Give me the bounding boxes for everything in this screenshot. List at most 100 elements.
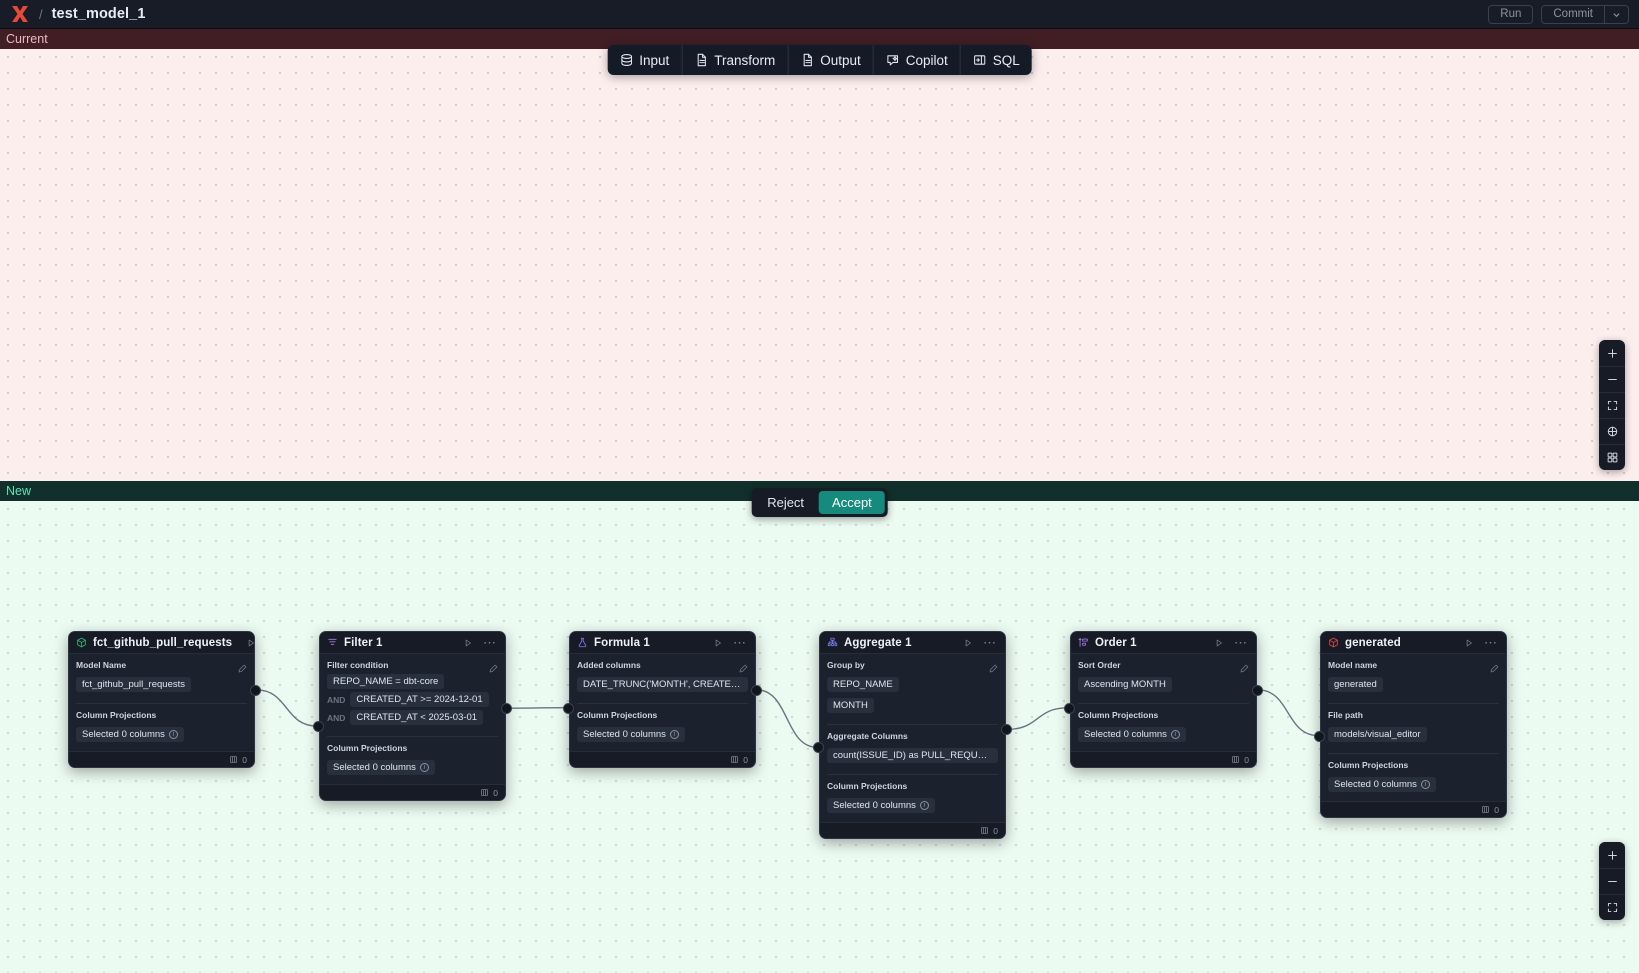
- minus-icon[interactable]: [1606, 373, 1619, 386]
- value-pill[interactable]: count(ISSUE_ID) as PULL_REQUEST_…: [827, 748, 998, 763]
- node-run-icon[interactable]: [461, 638, 475, 648]
- pencil-icon[interactable]: [238, 660, 247, 678]
- node-output-port[interactable]: [1252, 684, 1263, 696]
- chevron-down-icon[interactable]: [1604, 5, 1628, 23]
- node-header[interactable]: Formula 1⋯: [570, 632, 755, 654]
- info-icon[interactable]: i: [168, 730, 178, 739]
- info-icon[interactable]: i: [419, 763, 429, 772]
- fit-screen-icon[interactable]: [1606, 901, 1619, 914]
- zoom-control-grid-view[interactable]: [1599, 444, 1625, 470]
- minus-icon[interactable]: [1606, 875, 1619, 888]
- plus-icon[interactable]: [1606, 849, 1619, 862]
- node-more-menu-icon[interactable]: ⋯: [983, 634, 996, 650]
- node-header[interactable]: generated⋯: [1321, 632, 1506, 654]
- locate-target-icon[interactable]: [1606, 425, 1619, 438]
- node-output-port[interactable]: [250, 684, 261, 696]
- filter-condition-row[interactable]: REPO_NAME = dbt-core: [327, 674, 498, 689]
- zoom-control-minus[interactable]: [1599, 868, 1625, 894]
- step-tab-transform[interactable]: Transform: [681, 45, 787, 75]
- node-output-port[interactable]: [1001, 724, 1012, 736]
- run-button[interactable]: Run: [1488, 4, 1534, 24]
- node-output-port[interactable]: [501, 703, 512, 715]
- condition-pill[interactable]: CREATED_AT >= 2024-12-01: [350, 692, 489, 707]
- zoom-control-fit-screen[interactable]: [1599, 392, 1625, 418]
- node-header[interactable]: Order 1⋯: [1071, 632, 1256, 654]
- condition-pill[interactable]: CREATED_AT < 2025-03-01: [350, 710, 484, 725]
- info-icon[interactable]: i: [1420, 780, 1430, 789]
- node-output-port[interactable]: [751, 684, 762, 696]
- info-icon[interactable]: i: [1170, 730, 1180, 739]
- node-more-menu-icon[interactable]: ⋯: [733, 634, 746, 650]
- node-run-icon[interactable]: [1462, 638, 1476, 648]
- fit-screen-icon[interactable]: [1606, 399, 1619, 412]
- graph-node-source[interactable]: fct_github_pull_requests⋯Model Namefct_g…: [68, 631, 255, 768]
- node-run-icon[interactable]: [244, 638, 254, 648]
- node-more-menu-icon[interactable]: ⋯: [1234, 634, 1247, 650]
- app-logo-icon[interactable]: [10, 5, 30, 23]
- document-icon: [694, 53, 708, 67]
- condition-pill[interactable]: REPO_NAME = dbt-core: [327, 674, 445, 689]
- accept-button[interactable]: Accept: [819, 491, 885, 514]
- info-icon[interactable]: i: [669, 730, 679, 739]
- pencil-icon[interactable]: [739, 660, 748, 678]
- node-header[interactable]: Filter 1⋯: [320, 632, 505, 654]
- zoom-control-plus[interactable]: [1599, 340, 1625, 366]
- node-input-port[interactable]: [1064, 702, 1075, 714]
- zoom-control-locate-target[interactable]: [1599, 418, 1625, 444]
- value-pill[interactable]: models/visual_editor: [1328, 727, 1427, 742]
- step-tab-sql[interactable]: SQL: [959, 45, 1032, 75]
- value-pill-text: Selected 0 columns: [1334, 779, 1417, 790]
- zoom-control-minus[interactable]: [1599, 366, 1625, 392]
- zoom-control-plus[interactable]: [1599, 842, 1625, 868]
- value-pill[interactable]: fct_github_pull_requests: [76, 677, 191, 692]
- node-header[interactable]: Aggregate 1⋯: [820, 632, 1005, 654]
- value-pill[interactable]: generated: [1328, 677, 1383, 692]
- reject-button[interactable]: Reject: [767, 495, 805, 510]
- node-input-port[interactable]: [1314, 730, 1325, 742]
- grid-view-icon[interactable]: [1606, 451, 1619, 464]
- commit-button[interactable]: Commit: [1553, 8, 1593, 20]
- node-column-count: 0: [242, 754, 247, 765]
- node-run-icon[interactable]: [961, 638, 975, 648]
- condition-conjunction: AND: [327, 712, 346, 723]
- zoom-control-fit-screen[interactable]: [1599, 894, 1625, 920]
- value-pill[interactable]: DATE_TRUNC('MONTH', CREATED_AT…: [577, 677, 748, 692]
- step-tab-copilot[interactable]: Copilot: [872, 45, 960, 75]
- pencil-icon[interactable]: [1240, 660, 1249, 678]
- node-more-menu-icon[interactable]: ⋯: [1484, 634, 1497, 650]
- plus-icon[interactable]: [1606, 347, 1619, 360]
- node-input-port[interactable]: [563, 702, 574, 714]
- info-icon[interactable]: i: [919, 801, 929, 810]
- node-run-icon[interactable]: [711, 638, 725, 648]
- node-header[interactable]: fct_github_pull_requests⋯: [69, 632, 254, 654]
- node-run-icon[interactable]: [1212, 638, 1226, 648]
- step-tab-output[interactable]: Output: [787, 45, 873, 75]
- value-pill[interactable]: REPO_NAME: [827, 677, 899, 692]
- pencil-icon[interactable]: [1490, 660, 1499, 678]
- pencil-icon[interactable]: [989, 660, 998, 678]
- step-tab-input[interactable]: Input: [607, 45, 681, 75]
- node-more-menu-icon[interactable]: ⋯: [483, 634, 496, 650]
- value-pill[interactable]: MONTH: [827, 698, 874, 713]
- node-section-label: Column Projections: [827, 781, 908, 791]
- value-pill-text: models/visual_editor: [1334, 729, 1421, 740]
- commit-split-button[interactable]: Commit: [1541, 4, 1629, 24]
- value-pill[interactable]: Ascending MONTH: [1078, 677, 1172, 692]
- filter-condition-row[interactable]: AND CREATED_AT < 2025-03-01: [327, 710, 498, 725]
- pencil-icon[interactable]: [489, 660, 498, 678]
